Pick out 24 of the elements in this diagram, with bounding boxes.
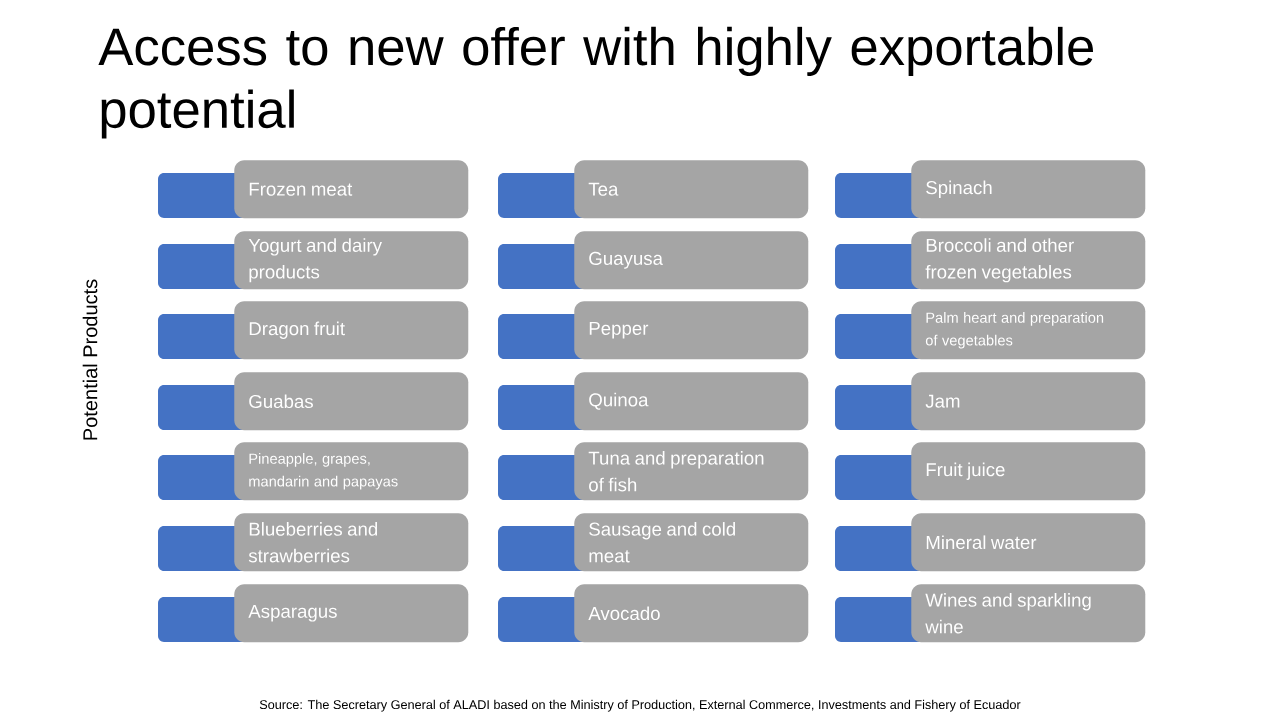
item-box: Pineapple, grapes, mandarin and papayas xyxy=(158,442,469,501)
item-box: Guayusa xyxy=(498,231,809,290)
item-box: Pepper xyxy=(498,301,809,360)
item-box: Broccoli and other frozen vegetables xyxy=(835,231,1146,290)
item-box: Tuna and preparation of fish xyxy=(498,442,809,501)
item-box: Mineral water xyxy=(835,513,1146,572)
item-box: Avocado xyxy=(498,584,809,643)
side-label: Potential Products xyxy=(82,279,98,440)
item-box: Fruit juice xyxy=(835,442,1146,501)
item-box: Dragon fruit xyxy=(158,301,469,360)
item-box: Sausage and cold meat xyxy=(498,513,809,572)
item-box: Guabas xyxy=(158,372,469,431)
item-box: Frozen meat xyxy=(158,160,469,219)
item-box: Asparagus xyxy=(158,584,469,643)
item-box: Yogurt and dairy products xyxy=(158,231,469,290)
item-box: Jam xyxy=(835,372,1146,431)
title: Access to new offer with highly exportable potential xyxy=(98,26,1093,139)
item-box: Spinach xyxy=(835,160,1146,219)
caption: Source: The Secretary General of ALADI based on the Ministry of Production, External Commerce, Investments and Fishery of Ecuador xyxy=(259,699,1021,712)
item-box: Tea xyxy=(498,160,809,219)
item-box: Palm heart and preparation of vegetables xyxy=(835,301,1146,360)
item-box: Quinoa xyxy=(498,372,809,431)
item-box: Blueberries and strawberries xyxy=(158,513,469,572)
item-box: Wines and sparkling wine xyxy=(835,584,1146,643)
